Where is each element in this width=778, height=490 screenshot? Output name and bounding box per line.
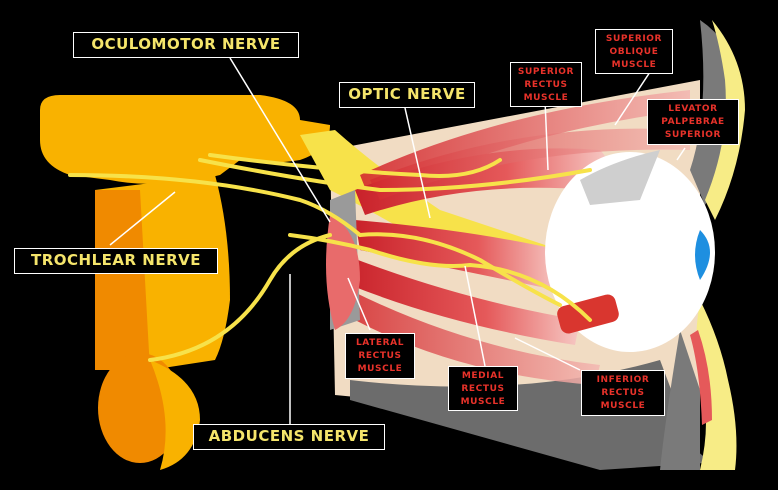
iris [695, 230, 710, 280]
lateral-rectus-line-3: MUSCLE [357, 364, 403, 374]
superior-oblique-muscle-label: SUPERIOR OBLIQUE MUSCLE [595, 29, 673, 74]
medial-rectus-muscle-label: MEDIAL RECTUS MUSCLE [448, 366, 518, 411]
levator-muscle [370, 128, 690, 200]
superior-oblique-muscle [360, 90, 690, 200]
medial-rectus-line-3: MUSCLE [460, 397, 506, 407]
inferior-rectus-muscle [350, 290, 600, 385]
pons-lower-light [150, 360, 200, 470]
levator-line-3: SUPERIOR [664, 130, 722, 140]
superior-rectus-muscle-label: SUPERIOR RECTUS MUSCLE [510, 62, 582, 107]
optic-nerve [300, 130, 560, 270]
inferior-rectus-line-1: INFERIOR [596, 375, 650, 385]
brainstem-upper [40, 95, 330, 184]
brainstem-column-shade [95, 190, 150, 370]
cornea-shadow [580, 150, 660, 205]
inferior-rectus-line-2: RECTUS [601, 388, 645, 398]
medial-rectus-line-1: MEDIAL [461, 371, 505, 381]
oculomotor-nerve-label: OCULOMOTOR NERVE [73, 32, 299, 58]
lateral-rectus-line-2: RECTUS [358, 351, 402, 361]
medial-rectus-line-2: RECTUS [461, 384, 505, 394]
nerve-fibers [68, 153, 592, 362]
lateral-rectus-muscle-label: LATERAL RECTUS MUSCLE [345, 333, 415, 379]
lateral-rectus-line-1: LATERAL [355, 338, 405, 348]
levator-line-1: LEVATOR [668, 104, 718, 114]
leader-lines [109, 57, 686, 425]
levator-palpebrae-label: LEVATOR PALPEBRAE SUPERIOR [647, 99, 739, 145]
inferior-rectus-muscle-label: INFERIOR RECTUS MUSCLE [581, 370, 665, 416]
lower-lid-muscle [690, 330, 712, 425]
optic-nerve-label: OPTIC NERVE [339, 82, 475, 108]
trochlear-nerve-label: TROCHLEAR NERVE [14, 248, 218, 274]
inferior-rectus-line-3: MUSCLE [600, 401, 646, 411]
superior-rectus-line-3: MUSCLE [523, 93, 569, 103]
lower-eyelid [696, 300, 737, 470]
medial-rectus-muscle [345, 255, 580, 345]
lower-eyelid-bone [660, 330, 700, 470]
superior-rectus-muscle [355, 148, 608, 215]
superior-rectus-line-1: SUPERIOR [517, 67, 575, 77]
superior-oblique-line-2: OBLIQUE [609, 47, 659, 57]
superior-rectus-line-2: RECTUS [524, 80, 568, 90]
abducens-nerve-label: ABDUCENS NERVE [193, 424, 385, 450]
superior-oblique-line-1: SUPERIOR [605, 34, 663, 44]
levator-line-2: PALPEBRAE [661, 117, 725, 127]
superior-oblique-line-3: MUSCLE [611, 60, 657, 70]
